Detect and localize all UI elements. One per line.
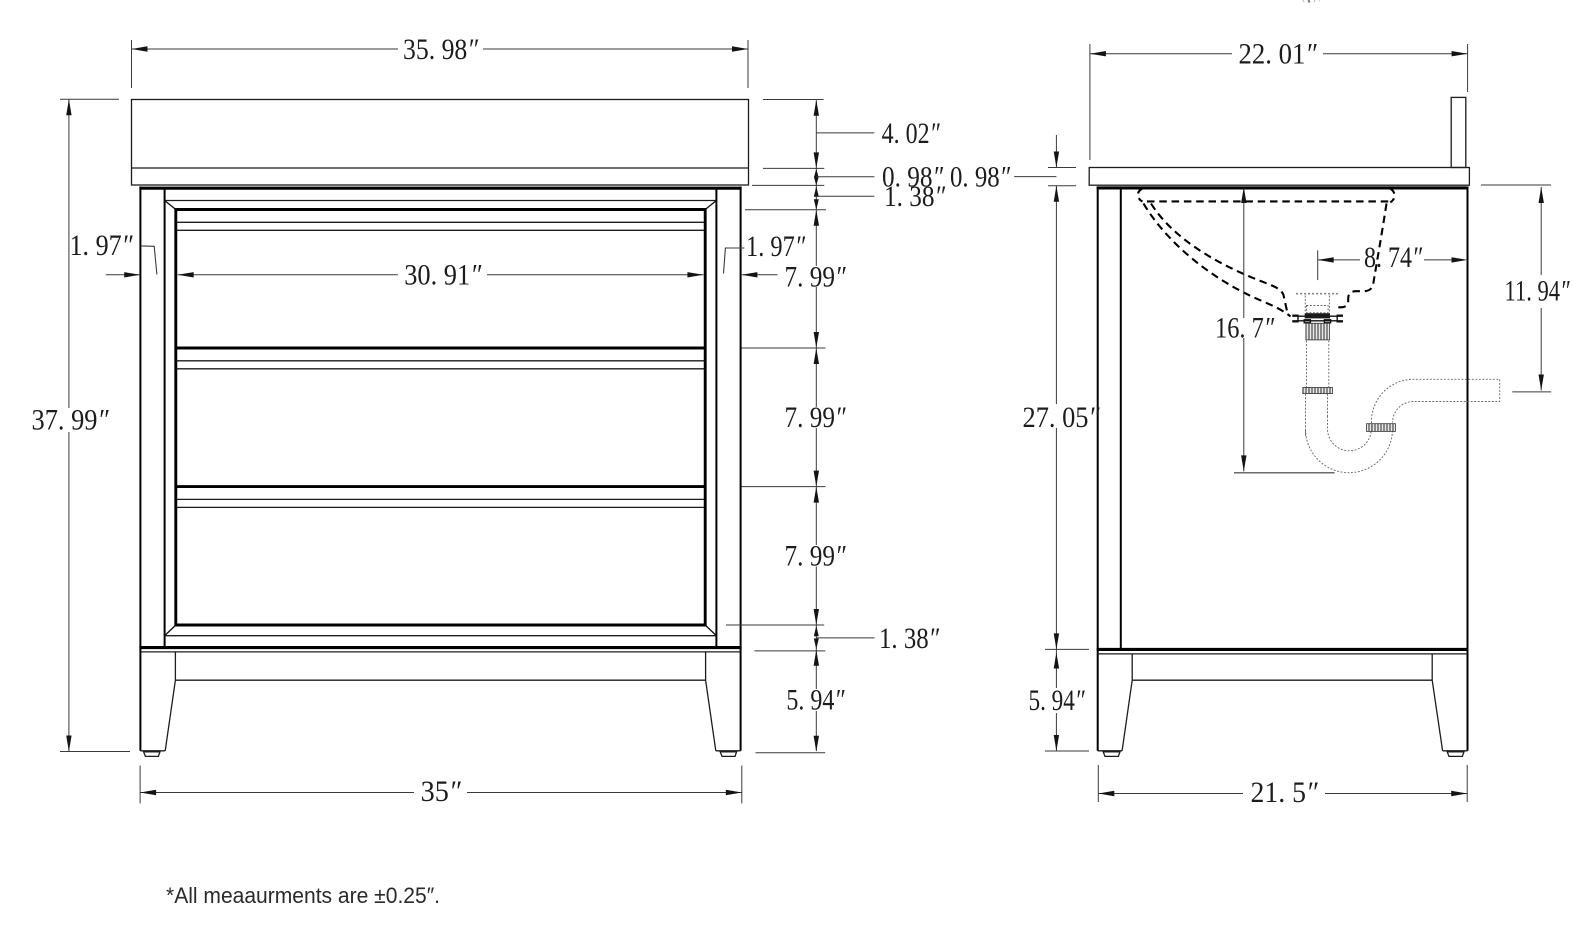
svg-text:7. 99″: 7. 99″ bbox=[785, 260, 846, 293]
svg-text:35″: 35″ bbox=[421, 775, 461, 808]
svg-text:21. 5″: 21. 5″ bbox=[1251, 776, 1318, 809]
svg-text:5. 94″: 5. 94″ bbox=[786, 684, 844, 717]
svg-text:11. 94″: 11. 94″ bbox=[1505, 275, 1570, 308]
svg-text:0. 98″: 0. 98″ bbox=[882, 161, 943, 194]
svg-text:1. 97″: 1. 97″ bbox=[70, 229, 133, 262]
svg-text:0. 98″: 0. 98″ bbox=[950, 160, 1010, 193]
svg-text:27. 05″: 27. 05″ bbox=[1023, 401, 1100, 434]
svg-text:1. 97″: 1. 97″ bbox=[746, 230, 805, 263]
svg-text:22. 01″: 22. 01″ bbox=[1239, 38, 1317, 71]
svg-text:*All meaaurments are ±0.25″.: *All meaaurments are ±0.25″. bbox=[166, 883, 440, 908]
svg-text:8. 74″: 8. 74″ bbox=[1364, 241, 1422, 274]
svg-text:37. 99″: 37. 99″ bbox=[32, 404, 109, 437]
svg-text:7. 99″: 7. 99″ bbox=[785, 401, 846, 434]
svg-text:30. 91″: 30. 91″ bbox=[404, 259, 481, 292]
svg-text:7. 99″: 7. 99″ bbox=[785, 539, 846, 572]
svg-text:4. 02″: 4. 02″ bbox=[882, 117, 940, 150]
svg-text:35. 98″: 35. 98″ bbox=[403, 33, 478, 66]
svg-text:1. 38″: 1. 38″ bbox=[884, 180, 945, 213]
svg-text:5. 94″: 5. 94″ bbox=[1029, 684, 1085, 717]
svg-text:16. 7″: 16. 7″ bbox=[1215, 312, 1274, 345]
svg-text:1. 38″: 1. 38″ bbox=[879, 622, 939, 655]
